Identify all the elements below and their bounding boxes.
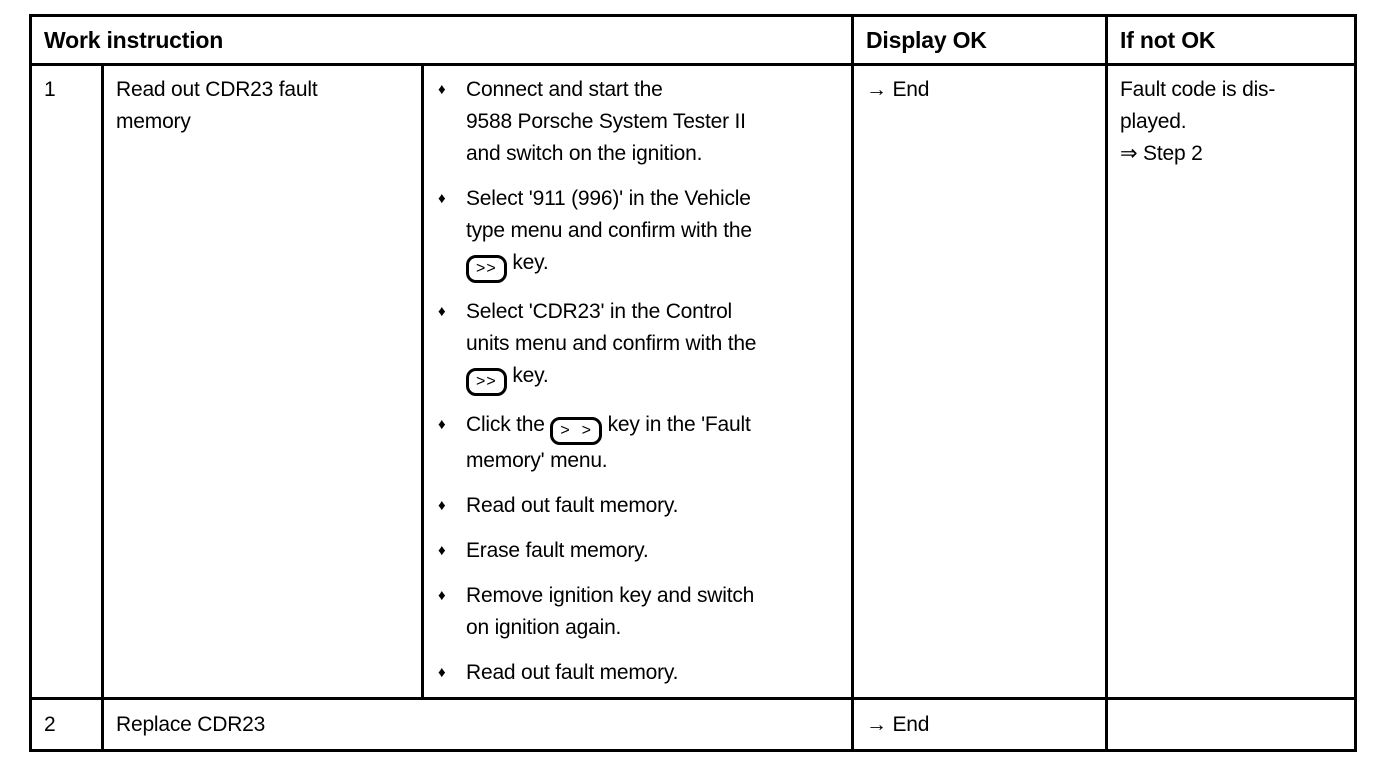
bullet-text: Erase fault memory. [466,539,649,562]
bullet-text: Select '911 (996)' in the Vehicle type m… [466,183,841,283]
instruction-summary: Read out CDR23 fault memory [101,63,424,700]
header-display-ok: Display OK [851,14,1109,66]
if-not-ok-value: Fault code is dis- played. ⇒ Step 2 [1105,63,1358,700]
work-instruction-table: Work instruction Display OK If not OK 1 … [28,14,1358,752]
details-list: ♦ Connect and start the 9588 Porsche Syst… [436,74,841,689]
double-arrow-key-icon: >> [466,368,507,396]
double-arrow-key-icon: > > [550,417,602,445]
instruction-summary: Replace CDR23 [100,697,855,752]
bullet-diamond-icon: ♦ [438,542,446,559]
if-not-ok-value [1105,697,1358,752]
instruction-bullet: ♦ Remove ignition key and switch on ignit… [436,580,841,644]
bullet-diamond-icon: ♦ [438,587,446,604]
bullet-text: Remove ignition key and switch on igniti… [466,584,755,639]
header-if-not-ok: If not OK [1105,14,1358,66]
instruction-bullet: ♦ Select 'CDR23' in the Control units men… [436,296,841,396]
instruction-bullet: ♦ Read out fault memory. [436,490,841,522]
bullet-text: Click the > > key in the 'Fault memory' … [466,413,751,472]
instruction-bullet: ♦ Erase fault memory. [436,535,841,567]
bullet-text: Connect and start the 9588 Porsche Syste… [466,78,746,165]
display-ok-value: → End [851,63,1109,700]
bullet-diamond-icon: ♦ [438,190,446,207]
instruction-bullet: ♦ Connect and start the 9588 Porsche Syst… [436,74,841,170]
step-number: 2 [29,697,104,752]
instruction-bullet: ♦ Click the > > key in the 'Fault memory'… [436,409,841,477]
bullet-diamond-icon: ♦ [438,416,446,433]
instruction-bullet: ♦ Read out fault memory. [436,657,841,689]
table-row-step-2: 2 Replace CDR23 → End [29,697,1358,752]
bullet-diamond-icon: ♦ [438,497,446,514]
display-ok-value: → End [851,697,1109,752]
bullet-text: Select 'CDR23' in the Control units menu… [466,296,841,396]
bullet-diamond-icon: ♦ [438,81,446,98]
header-work-instruction: Work instruction [28,14,855,66]
instruction-bullet: ♦ Select '911 (996)' in the Vehicle type … [436,183,841,283]
bullet-text: Read out fault memory. [466,494,679,517]
bullet-diamond-icon: ♦ [438,664,446,681]
table-row-step-1: 1 Read out CDR23 fault memory ♦ Connect a… [29,63,1358,700]
instruction-details-cell: ♦ Connect and start the 9588 Porsche Syst… [420,63,855,700]
double-arrow-key-icon: >> [466,255,507,283]
table-header-row: Work instruction Display OK If not OK [28,14,1358,66]
bullet-diamond-icon: ♦ [438,303,446,320]
step-number: 1 [29,63,104,700]
bullet-text: Read out fault memory. [466,661,679,684]
